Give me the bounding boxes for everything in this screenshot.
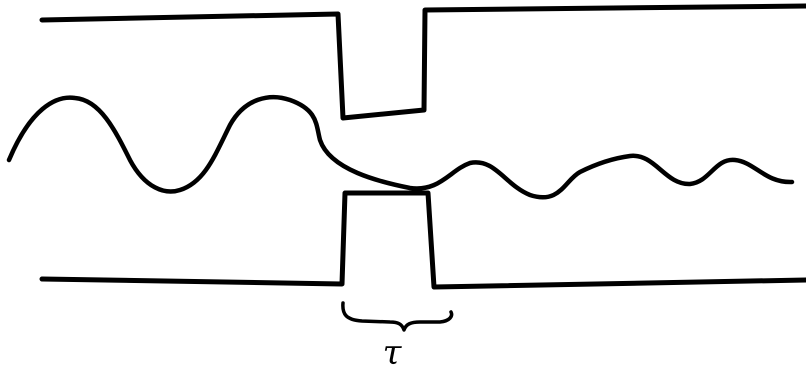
upper-wall-outline bbox=[42, 6, 806, 118]
lower-wall-outline bbox=[42, 193, 806, 287]
barrier-width-label: τ bbox=[383, 333, 403, 373]
barrier-width-brace bbox=[343, 303, 452, 330]
